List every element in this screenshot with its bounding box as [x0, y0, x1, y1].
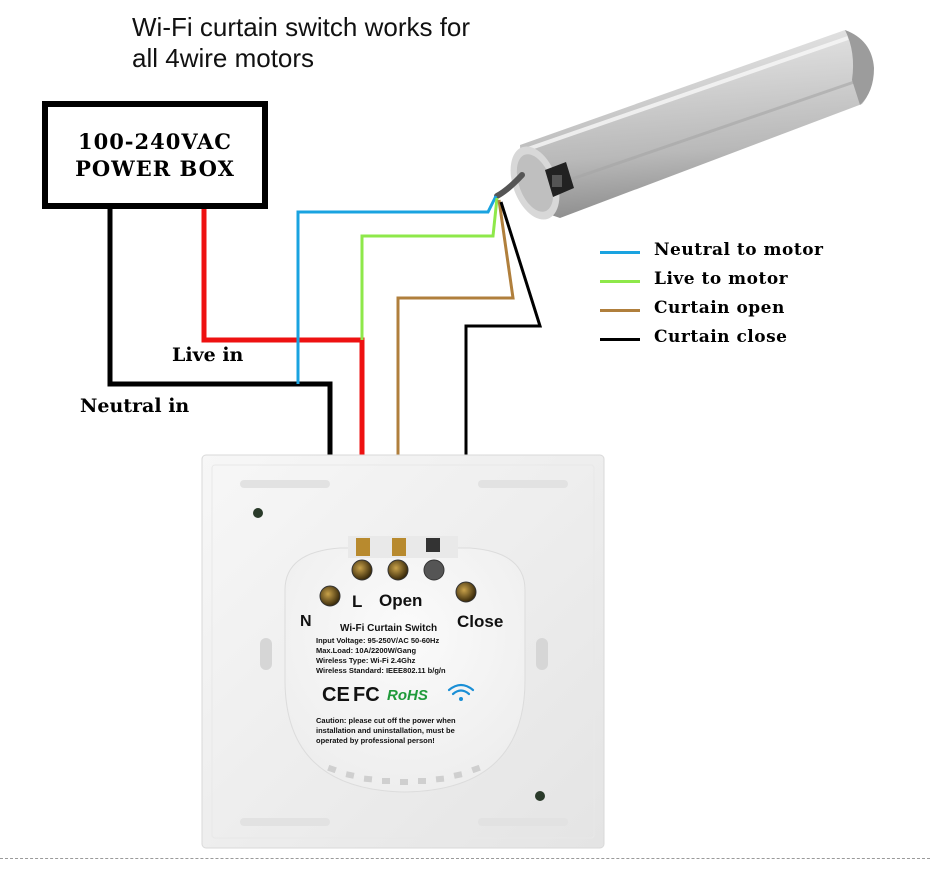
power-box-line-1: 100-240VAC — [77, 129, 233, 154]
dashed-divider — [0, 858, 930, 859]
wire-curtain-open — [396, 199, 515, 574]
heading-line-2: all 4wire motors — [132, 43, 315, 73]
power-box: 100-240VAC POWER BOX — [42, 101, 268, 209]
switch-spec-line: Max.Load: 10A/2200W/Gang — [316, 646, 416, 655]
legend-swatch — [600, 251, 640, 254]
wifi-curtain-switch: L Open N Close Wi-Fi Curtain Switch Inpu… — [201, 454, 605, 849]
terminal-l — [351, 559, 373, 581]
terminal-spare — [423, 559, 445, 581]
neutral-in-label: Neutral in — [80, 395, 190, 417]
legend-label: Curtain open — [654, 298, 785, 318]
heading-line-1: Wi-Fi curtain switch works for — [132, 12, 471, 42]
wifi-icon — [447, 683, 475, 701]
switch-spec-line: Wireless Type: Wi-Fi 2.4Ghz — [316, 656, 416, 665]
legend-label: Live to motor — [654, 269, 789, 289]
rohs-mark: RoHS — [387, 687, 428, 704]
legend-swatch — [600, 280, 640, 283]
terminal-close — [455, 581, 477, 603]
switch-spec-line: Input Voltage: 95-250V/AC 50-60Hz — [316, 636, 439, 645]
diagram-heading: Wi-Fi curtain switch works for all 4wire… — [132, 12, 470, 74]
live-in-label: Live in — [172, 344, 244, 366]
fc-mark: FC — [353, 684, 380, 706]
legend-label: Neutral to motor — [654, 240, 824, 260]
switch-spec-line: Wireless Standard: IEEE802.11 b/g/n — [316, 666, 446, 675]
terminal-open-label: Open — [379, 591, 422, 610]
switch-title: Wi-Fi Curtain Switch — [340, 623, 437, 634]
terminal-close-label: Close — [457, 612, 503, 631]
curtain-motor — [494, 30, 874, 220]
wire-neutral-to-motor — [296, 195, 498, 384]
terminal-open — [387, 559, 409, 581]
caution-line: installation and uninstallation, must be — [316, 726, 455, 735]
legend-swatch — [600, 338, 640, 341]
terminal-l-label: L — [352, 592, 362, 611]
legend-label: Curtain close — [654, 327, 788, 347]
legend-swatch — [600, 309, 640, 312]
power-box-line-2: POWER BOX — [75, 156, 235, 181]
terminal-n — [319, 585, 341, 607]
wire-live-to-motor — [360, 197, 499, 340]
ce-mark: CE — [322, 684, 350, 706]
terminal-n-label: N — [300, 613, 312, 630]
caution-line: operated by professional person! — [316, 736, 435, 745]
caution-line: Caution: please cut off the power when — [316, 716, 456, 725]
